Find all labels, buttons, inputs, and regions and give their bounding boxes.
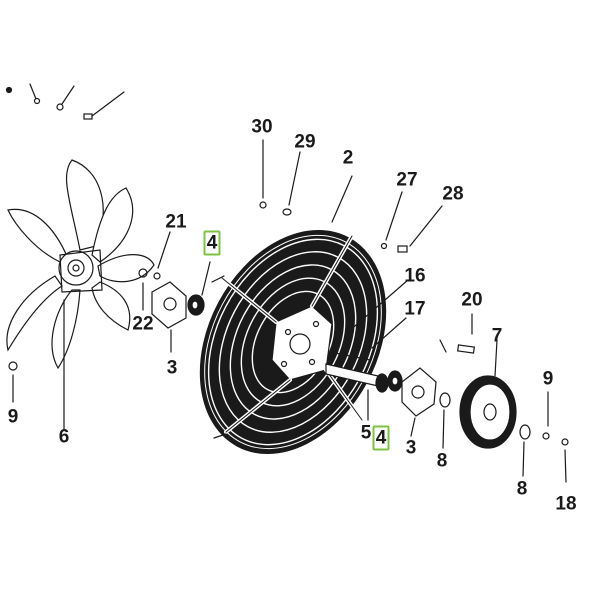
left-bearing-flange-part-3 — [151, 281, 187, 353]
part-label-18: 18 — [555, 493, 577, 515]
part-label-7: 7 — [491, 325, 503, 347]
part-label-16: 16 — [404, 265, 426, 287]
part-label-3-left: 3 — [166, 357, 178, 379]
fan-impeller-part-6 — [6, 159, 155, 431]
part-label-21: 21 — [165, 211, 187, 233]
bolt-part-20 — [439, 313, 476, 354]
part-label-4-right: 4 — [375, 427, 387, 449]
part-label-4-left: 4 — [206, 232, 218, 254]
highlight-box-part-4-right — [372, 425, 390, 451]
pulley-part-7 — [459, 339, 517, 449]
part-label-2: 2 — [342, 147, 354, 169]
part-label-8-middle: 8 — [436, 450, 448, 472]
part-label-30: 30 — [251, 116, 273, 138]
part-label-8-right: 8 — [516, 478, 528, 500]
part-label-9-left: 9 — [7, 406, 19, 428]
shaft-parts-16-17 — [325, 279, 409, 421]
left-bearing-part-4 — [187, 261, 211, 316]
right-washers — [519, 391, 569, 483]
right-top-small-parts — [380, 191, 443, 253]
top-left-screws — [5, 83, 125, 120]
right-bearing-flange-part-3 — [401, 367, 437, 437]
highlight-box-part-4-left — [203, 230, 221, 256]
part-label-29: 29 — [294, 131, 316, 153]
part-label-6: 6 — [58, 426, 70, 448]
part-label-27: 27 — [396, 169, 418, 191]
part-label-22: 22 — [132, 313, 154, 335]
part-label-9-right: 9 — [542, 368, 554, 390]
part-label-17: 17 — [404, 298, 426, 320]
part-label-28: 28 — [442, 183, 464, 205]
left-washers — [8, 231, 171, 403]
part-label-5: 5 — [360, 422, 372, 444]
right-bearing-part-4 — [375, 370, 403, 393]
part-label-3-right: 3 — [405, 437, 417, 459]
washer-part-8 — [439, 392, 451, 449]
top-small-parts — [259, 139, 301, 216]
part-label-20: 20 — [461, 289, 483, 311]
